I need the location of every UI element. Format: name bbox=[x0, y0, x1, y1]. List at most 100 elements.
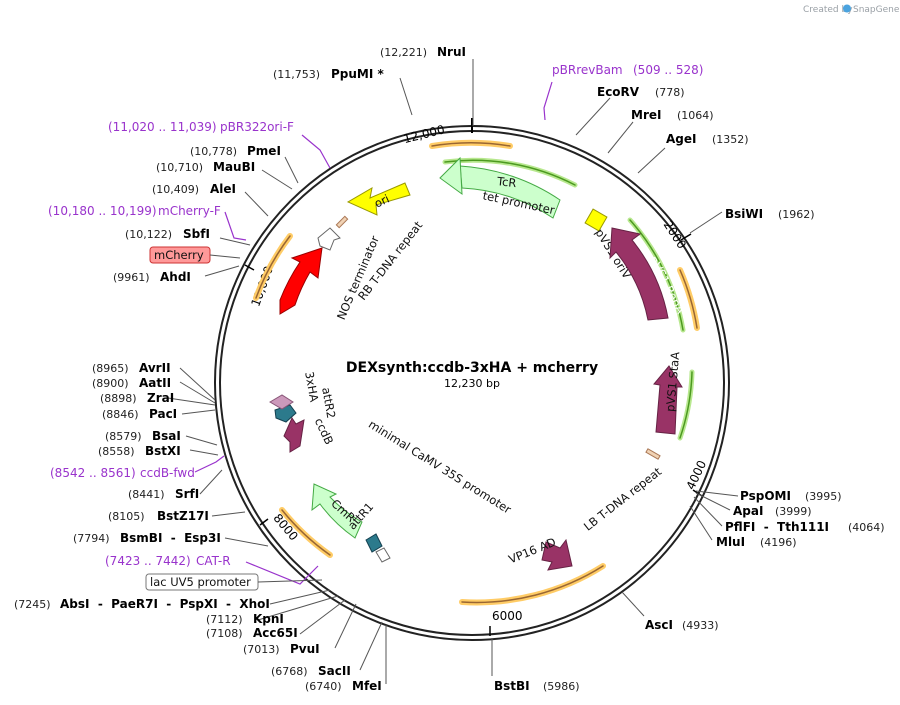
primer-range-pbr322ori: (11,020 .. 11,039) bbox=[108, 120, 217, 134]
orf-arc-bottom bbox=[459, 563, 606, 606]
enzyme-name-bsmbi: BsmBI - Esp3I bbox=[120, 531, 221, 545]
enzyme-name-bstz17i: BstZ17I bbox=[157, 509, 209, 523]
enzyme-name-mlui: MluI bbox=[716, 535, 745, 549]
enzyme-name-paci: PacI bbox=[149, 407, 177, 421]
enzyme-name-bstbi: BstBI bbox=[494, 679, 530, 693]
enzyme-pos-tth111i: (4064) bbox=[848, 521, 885, 534]
primer-range-pbrrevbam: (509 .. 528) bbox=[633, 63, 703, 77]
enzyme-pos-kpni: (7112) bbox=[206, 613, 243, 626]
enzyme-pos-ecorv: (778) bbox=[655, 86, 685, 99]
mcherry-leader bbox=[209, 254, 241, 259]
enzyme-name-srfi: SrfI bbox=[175, 487, 199, 501]
enzyme-pos-pvui: (7013) bbox=[243, 643, 280, 656]
rb-arrow-feature bbox=[317, 227, 341, 251]
enzyme-pos-paci: (8846) bbox=[102, 408, 139, 421]
enzyme-name-pspomi: PspOMI bbox=[740, 489, 791, 503]
enzyme-pos-srfi: (8441) bbox=[128, 488, 165, 501]
enzyme-name-sacii: SacII bbox=[318, 664, 351, 678]
enzyme-pos-maubi: (10,710) bbox=[156, 161, 203, 174]
enzyme-pos-xhoi: (7245) bbox=[14, 598, 51, 611]
orf-arc-right-line bbox=[679, 269, 698, 329]
tick-8000 bbox=[259, 518, 269, 526]
ori-feature bbox=[346, 182, 411, 216]
tick-label-6000: 6000 bbox=[492, 609, 523, 623]
attr1-feature bbox=[365, 533, 383, 553]
primer-marker-pbrrevbam bbox=[543, 81, 553, 121]
orf-arcs bbox=[253, 139, 700, 606]
enzyme-pos-bsai: (8579) bbox=[105, 430, 142, 443]
green-arc-stas bbox=[677, 369, 695, 441]
cmr-feature bbox=[311, 483, 363, 539]
enzyme-name-mfei: MfeI bbox=[352, 679, 382, 693]
camv-promoter-label: minimal CaMV 35S promoter bbox=[366, 417, 514, 517]
ori-label: ori bbox=[372, 192, 391, 211]
enzyme-name-bstxi: BstXI bbox=[145, 444, 181, 458]
tcr-label: TcR bbox=[495, 174, 517, 190]
enzyme-name-bsai: BsaI bbox=[152, 429, 181, 443]
lb-repeat-marker bbox=[645, 448, 661, 460]
tick-label-4000: 4000 bbox=[684, 458, 710, 492]
pvs1-repa-feature bbox=[609, 227, 669, 321]
enzyme-pos-agei: (1352) bbox=[712, 133, 749, 146]
ccdb-feature bbox=[283, 416, 305, 453]
tick-label-2000: 2000 bbox=[661, 218, 689, 251]
primer-range-ccdb: (8542 .. 8561) bbox=[50, 466, 136, 480]
orf-arc-top-line bbox=[431, 142, 511, 147]
primer-marker-mcherry bbox=[224, 211, 247, 241]
enzyme-pos-bstxi: (8558) bbox=[98, 445, 135, 458]
enzyme-name-kpni: KpnI bbox=[253, 612, 284, 626]
enzyme-pos-asci: (4933) bbox=[682, 619, 719, 632]
lacuv5-leader bbox=[257, 579, 323, 583]
enzyme-pos-ppumi: (11,753) bbox=[273, 68, 320, 81]
tick-2000 bbox=[680, 233, 692, 241]
boxed-labels: mCherry lac UV5 promoter bbox=[145, 246, 323, 591]
enzyme-pos-avrii: (8965) bbox=[92, 362, 129, 375]
enzyme-name-pvui: PvuI bbox=[290, 642, 320, 656]
enzyme-name-zrai: ZraI bbox=[147, 391, 174, 405]
enzyme-name-nrui: NruI bbox=[437, 45, 466, 59]
attr2-label: attR2 bbox=[319, 386, 338, 419]
enzyme-name-agei: AgeI bbox=[666, 132, 696, 146]
enzyme-name-pmei: PmeI bbox=[247, 144, 281, 158]
enzyme-pos-ahdi: (9961) bbox=[113, 271, 150, 284]
enzyme-pos-alei: (10,409) bbox=[152, 183, 199, 196]
plasmid-length: 12,230 bp bbox=[444, 377, 500, 390]
rb-repeat-marker bbox=[335, 215, 349, 229]
primer-name-cat: CAT-R bbox=[196, 554, 231, 568]
vp16-ad-feature bbox=[541, 538, 573, 571]
tick-10000 bbox=[244, 264, 255, 271]
enzyme-leaders bbox=[167, 59, 739, 684]
enzyme-name-maubi: MauBI bbox=[213, 160, 255, 174]
primer-marker-ccdb bbox=[194, 455, 225, 473]
watermark-prefix: Created by bbox=[803, 5, 853, 15]
enzyme-pos-bsiwi: (1962) bbox=[778, 208, 815, 221]
enzyme-name-aatii: AatII bbox=[139, 376, 171, 390]
enzyme-labels: (12,221) NruI (11,753) PpuMI * EcoRV (77… bbox=[14, 45, 885, 693]
orf-arc-lower-left-line bbox=[281, 509, 331, 556]
enzyme-pos-bsmbi: (7794) bbox=[73, 532, 110, 545]
enzyme-pos-sacii: (6768) bbox=[271, 665, 308, 678]
small-marker bbox=[375, 547, 391, 563]
snapgene-watermark: Created by SnapGene bbox=[803, 4, 900, 15]
enzyme-name-tth111i: PflFI - Tth111I bbox=[725, 520, 829, 534]
primer-marker-pbr322ori bbox=[301, 134, 331, 169]
green-arc-right-line bbox=[629, 219, 684, 331]
enzyme-name-mrei: MreI bbox=[631, 108, 661, 122]
enzyme-name-avrii: AvrII bbox=[139, 361, 171, 375]
enzyme-name-bsiwi: BsiWI bbox=[725, 207, 763, 221]
enzyme-pos-sbfi: (10,122) bbox=[125, 228, 172, 241]
primer-name-pbrrevbam: pBRrevBam bbox=[552, 63, 623, 77]
enzyme-pos-pmei: (10,778) bbox=[190, 145, 237, 158]
enzyme-pos-mlui: (4196) bbox=[760, 536, 797, 549]
enzyme-pos-acc65i: (7108) bbox=[206, 627, 243, 640]
enzyme-pos-zrai: (8898) bbox=[100, 392, 137, 405]
plasmid-title: DEXsynth:ccdb-3xHA + mcherry bbox=[346, 360, 598, 376]
enzyme-pos-pspomi: (3995) bbox=[805, 490, 842, 503]
enzyme-name-xhoi: AbsI - PaeR7I - PspXI - XhoI bbox=[60, 597, 270, 611]
lb-repeat-label: LB T-DNA repeat bbox=[581, 464, 664, 534]
enzyme-name-sbfi: SbfI bbox=[183, 227, 210, 241]
enzyme-pos-nrui: (12,221) bbox=[380, 46, 427, 59]
pvs1-staa-label: pVS1 StaA bbox=[663, 351, 682, 412]
enzyme-pos-apai: (3999) bbox=[775, 505, 812, 518]
